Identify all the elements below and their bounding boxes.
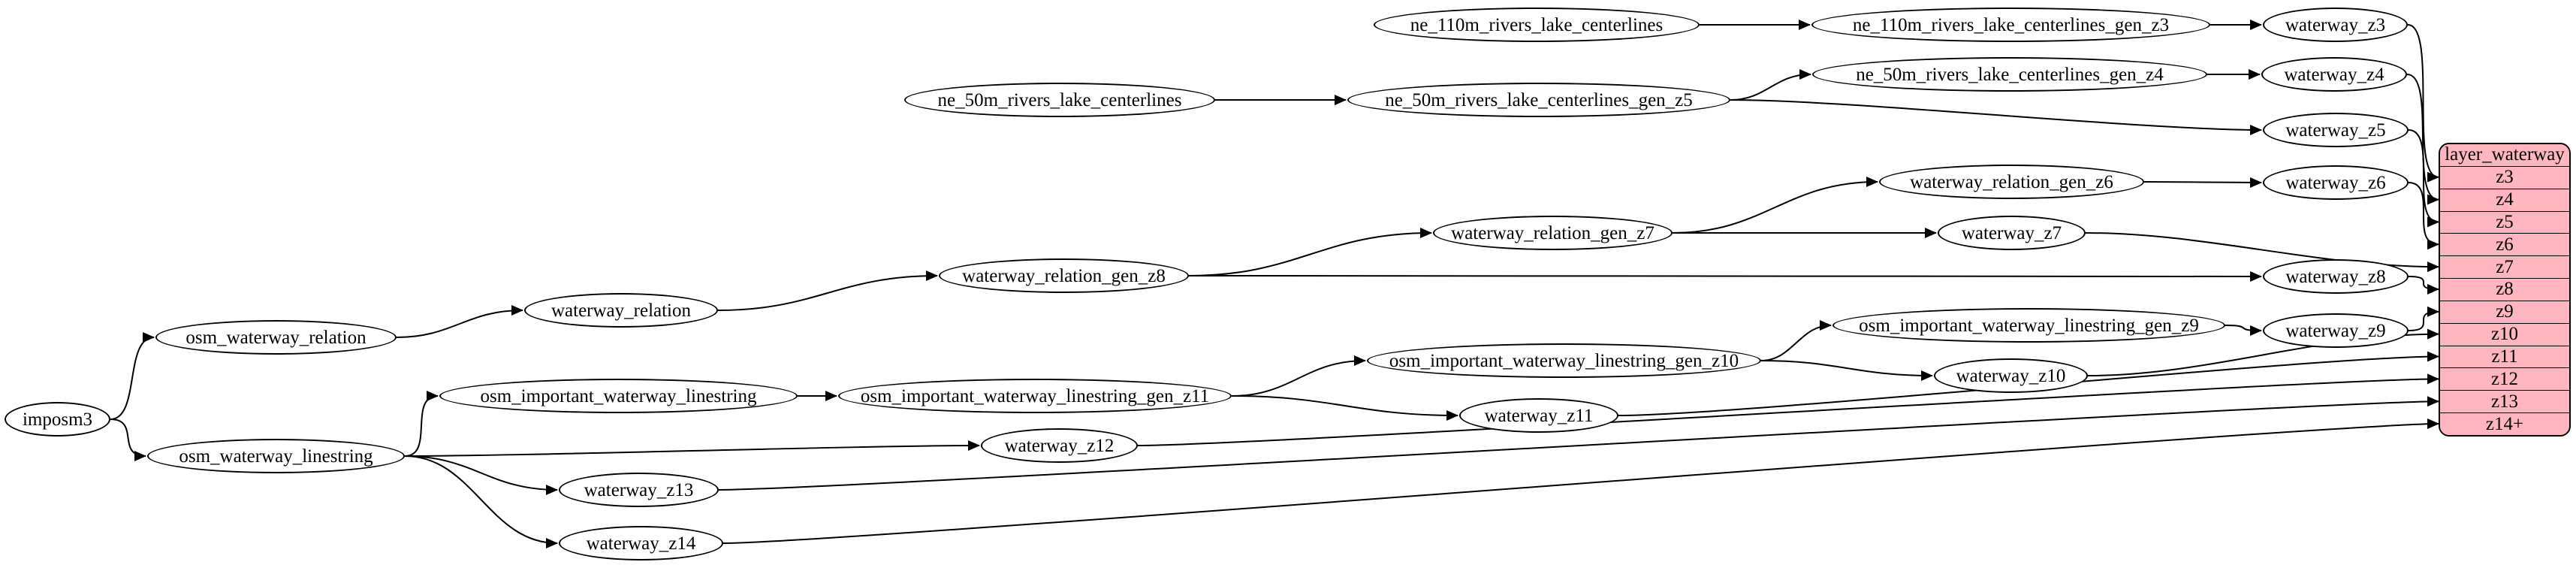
node-label: waterway_relation xyxy=(550,300,692,321)
node-waterway-z14: waterway_z14 xyxy=(559,526,723,560)
node-waterway-z10: waterway_z10 xyxy=(1934,358,2088,393)
record-row-z5: z5 xyxy=(2440,210,2569,234)
node-label: waterway_z14 xyxy=(586,533,696,554)
node-osm-important-waterway-linestring-gen-z10: osm_important_waterway_linestring_gen_z1… xyxy=(1367,343,1761,378)
node-ne-50m-rivers-lake-centerlines-gen-z5: ne_50m_rivers_lake_centerlines_gen_z5 xyxy=(1347,83,1730,117)
node-waterway-relation: waterway_relation xyxy=(524,293,718,328)
record-row-z8: z8 xyxy=(2440,278,2569,301)
node-label: ne_50m_rivers_lake_centerlines xyxy=(937,89,1182,110)
node-osm-waterway-linestring: osm_waterway_linestring xyxy=(147,439,405,473)
node-label: waterway_z8 xyxy=(2285,266,2386,287)
node-label: osm_important_waterway_linestring_gen_z1… xyxy=(1389,350,1739,371)
node-waterway-z8: waterway_z8 xyxy=(2263,259,2409,294)
record-row-z7: z7 xyxy=(2440,255,2569,279)
node-label: osm_waterway_linestring xyxy=(179,446,373,467)
node-waterway-relation-gen-z8: waterway_relation_gen_z8 xyxy=(939,258,1189,293)
node-label: waterway_z12 xyxy=(1004,435,1115,456)
node-label: ne_110m_rivers_lake_centerlines xyxy=(1410,14,1664,35)
node-waterway-z6: waterway_z6 xyxy=(2263,165,2409,200)
node-osm-important-waterway-linestring: osm_important_waterway_linestring xyxy=(439,379,798,413)
node-waterway-z5: waterway_z5 xyxy=(2263,113,2409,147)
node-label: ne_50m_rivers_lake_centerlines_gen_z4 xyxy=(1856,64,2164,85)
record-title: layer_waterway xyxy=(2440,144,2569,166)
node-waterway-z4: waterway_z4 xyxy=(2261,57,2407,92)
node-label: osm_important_waterway_linestring_gen_z1… xyxy=(860,385,1210,406)
node-label: waterway_z5 xyxy=(2285,119,2386,140)
record-row-z3: z3 xyxy=(2440,165,2569,189)
node-label: osm_important_waterway_linestring xyxy=(480,385,757,406)
node-label: waterway_z10 xyxy=(1956,365,2066,386)
node-ne-50m-rivers-lake-centerlines: ne_50m_rivers_lake_centerlines xyxy=(904,83,1215,117)
record-row-z11: z11 xyxy=(2440,345,2569,368)
node-label: waterway_z6 xyxy=(2285,172,2386,193)
node-ne-50m-rivers-lake-centerlines-gen-z4: ne_50m_rivers_lake_centerlines_gen_z4 xyxy=(1812,57,2207,92)
node-label: waterway_relation_gen_z7 xyxy=(1451,222,1654,243)
node-waterway-relation-gen-z6: waterway_relation_gen_z6 xyxy=(1879,165,2144,199)
record-row-z12: z12 xyxy=(2440,367,2569,391)
node-imposm3: imposm3 xyxy=(5,402,110,437)
node-label: ne_50m_rivers_lake_centerlines_gen_z5 xyxy=(1385,89,1693,110)
node-osm-important-waterway-linestring-gen-z11: osm_important_waterway_linestring_gen_z1… xyxy=(838,379,1232,413)
record-row-z9: z9 xyxy=(2440,300,2569,323)
node-label: waterway_z3 xyxy=(2285,14,2386,35)
record-row-z6: z6 xyxy=(2440,233,2569,256)
node-label: imposm3 xyxy=(22,409,93,430)
record-row-z4: z4 xyxy=(2440,188,2569,211)
node-label: waterway_z4 xyxy=(2284,64,2384,85)
node-label: osm_important_waterway_linestring_gen_z9 xyxy=(1859,315,2199,336)
node-waterway-z3: waterway_z3 xyxy=(2263,8,2408,42)
node-label: waterway_z9 xyxy=(2285,320,2386,341)
node-waterway-z7: waterway_z7 xyxy=(1938,216,2086,250)
node-ne-110m-rivers-lake-centerlines: ne_110m_rivers_lake_centerlines xyxy=(1374,8,1700,42)
node-osm-important-waterway-linestring-gen-z9: osm_important_waterway_linestring_gen_z9 xyxy=(1832,308,2225,343)
node-ne-110m-rivers-lake-centerlines-gen-z3: ne_110m_rivers_lake_centerlines_gen_z3 xyxy=(1811,8,2210,42)
node-label: waterway_z7 xyxy=(1961,222,2062,243)
node-label: waterway_z13 xyxy=(584,479,694,500)
table-layer-waterway: layer_waterway z3 z4 z5 z6 z7 z8 z9 z10 … xyxy=(2439,143,2571,437)
record-row-z10: z10 xyxy=(2440,322,2569,346)
node-label: waterway_relation_gen_z8 xyxy=(962,265,1166,286)
node-waterway-relation-gen-z7: waterway_relation_gen_z7 xyxy=(1433,216,1673,250)
node-label: waterway_relation_gen_z6 xyxy=(1910,171,2113,192)
node-osm-waterway-relation: osm_waterway_relation xyxy=(155,320,397,355)
record-row-z13: z13 xyxy=(2440,390,2569,413)
node-waterway-z9: waterway_z9 xyxy=(2263,313,2409,348)
node-label: waterway_z11 xyxy=(1484,405,1594,426)
node-label: osm_waterway_relation xyxy=(186,327,366,348)
node-waterway-z13: waterway_z13 xyxy=(559,473,719,507)
node-waterway-z11: waterway_z11 xyxy=(1459,398,1618,433)
node-waterway-z12: waterway_z12 xyxy=(981,428,1138,463)
node-label: ne_110m_rivers_lake_centerlines_gen_z3 xyxy=(1852,14,2170,35)
record-row-z14plus: z14+ xyxy=(2440,412,2569,435)
